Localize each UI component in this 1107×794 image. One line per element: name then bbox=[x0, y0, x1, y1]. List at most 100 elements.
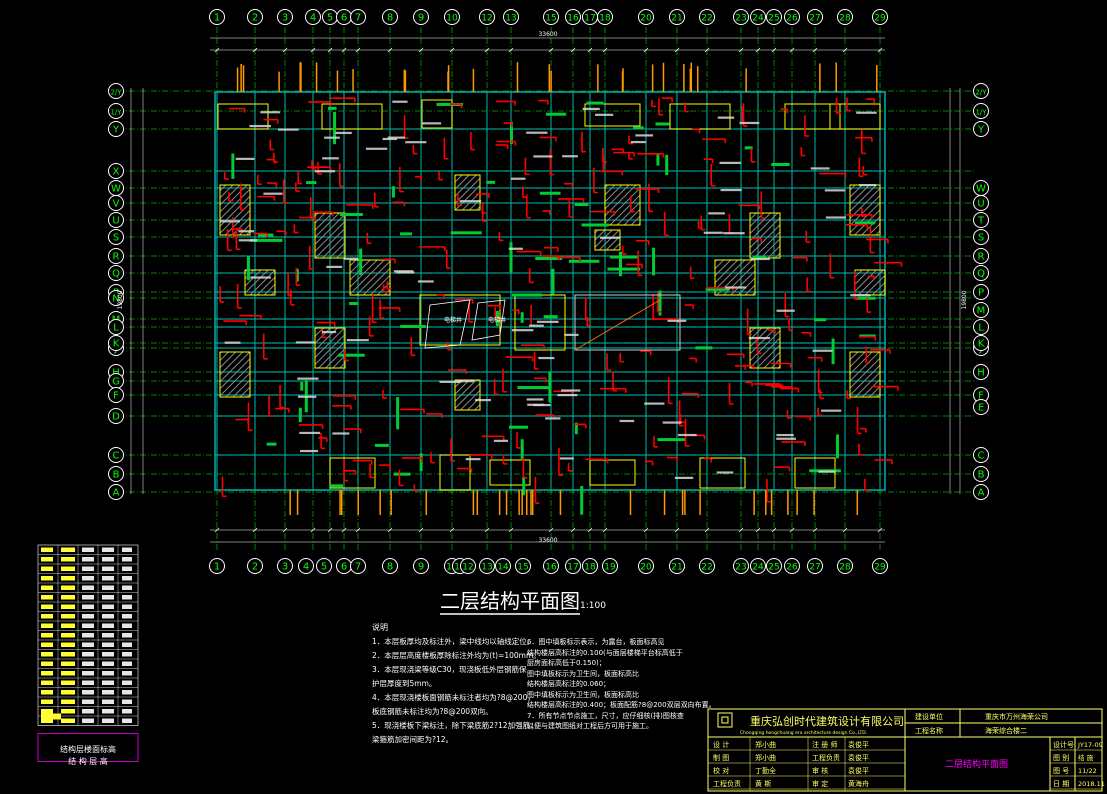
svg-text:F: F bbox=[113, 391, 119, 402]
svg-text:C: C bbox=[113, 451, 120, 462]
note-line: 图中填板标示为卫生间，板面标高比 bbox=[527, 690, 639, 699]
svg-text:3: 3 bbox=[282, 13, 288, 24]
svg-text:5: 5 bbox=[327, 13, 333, 24]
axis-bubble-right: H bbox=[973, 364, 989, 380]
axis-bubble-top: 8 bbox=[382, 9, 398, 25]
signature-cell: 审 核 bbox=[812, 766, 828, 775]
svg-text:2/Y: 2/Y bbox=[975, 89, 987, 97]
svg-text:V: V bbox=[113, 199, 120, 210]
signature-cell: 袁俊平 bbox=[848, 766, 869, 775]
axis-bubble-right: M bbox=[973, 302, 989, 318]
axis-bubble-left: 1/Y bbox=[108, 103, 124, 119]
svg-text:1/Y: 1/Y bbox=[975, 109, 987, 117]
svg-text:1/Y: 1/Y bbox=[110, 109, 122, 117]
svg-text:20: 20 bbox=[640, 14, 652, 24]
project-label: 工程名称 bbox=[915, 726, 943, 735]
project-name: 海荣综合楼二 bbox=[985, 726, 1027, 735]
axis-bubble-top: 21 bbox=[669, 9, 685, 25]
axis-bubble-top: 15 bbox=[543, 9, 559, 25]
axis-bubble-top: 7 bbox=[350, 9, 366, 25]
floor-elevation-table bbox=[37, 544, 139, 762]
svg-text:29: 29 bbox=[874, 563, 886, 573]
svg-text:8: 8 bbox=[387, 562, 393, 573]
drawing-scale: 1:100 bbox=[580, 601, 606, 611]
svg-text:R: R bbox=[978, 252, 985, 263]
svg-text:C: C bbox=[978, 451, 985, 462]
axis-bubble-left: 2/Y bbox=[108, 83, 124, 99]
axis-bubble-bottom: 17 bbox=[565, 558, 581, 574]
svg-text:M: M bbox=[977, 306, 986, 317]
axis-bubble-right: Y bbox=[973, 121, 989, 137]
svg-text:17: 17 bbox=[584, 14, 595, 24]
axis-bubble-bottom: 25 bbox=[766, 558, 782, 574]
note-line: 厨房面标高低于0.150)； bbox=[527, 659, 606, 667]
signature-cell: 工程负责 bbox=[713, 779, 741, 788]
axis-bubble-bottom: 24 bbox=[750, 558, 766, 574]
axis-bubble-bottom: 7 bbox=[350, 558, 366, 574]
svg-text:7: 7 bbox=[355, 562, 361, 573]
axis-bubble-right: P bbox=[973, 284, 989, 300]
svg-text:L: L bbox=[978, 323, 984, 334]
signature-cell: 设 计 bbox=[713, 740, 729, 749]
signature-cell: 审 定 bbox=[812, 779, 828, 788]
svg-text:10: 10 bbox=[446, 14, 458, 24]
axis-bubble-right: 2/Y bbox=[973, 83, 989, 99]
note-line: 结构楼层高标注的0.100(与面层楼梯平台标高低于 bbox=[527, 648, 683, 657]
svg-text:15: 15 bbox=[517, 563, 528, 573]
axis-bubble-top: 18 bbox=[597, 9, 613, 25]
note-line: 结构楼层高标注的0.060； bbox=[527, 680, 611, 688]
svg-text:13: 13 bbox=[481, 563, 492, 573]
company-name: 重庆弘创时代建筑设计有限公司 bbox=[750, 714, 904, 728]
axis-bubble-left: A bbox=[108, 484, 124, 500]
overall-width-bottom: 33600 bbox=[538, 537, 557, 544]
svg-text:3: 3 bbox=[282, 562, 288, 573]
axis-bubble-top: 28 bbox=[837, 9, 853, 25]
signature-cell: 袁俊平 bbox=[848, 740, 869, 749]
svg-text:26: 26 bbox=[786, 563, 798, 573]
axis-bubble-top: 2 bbox=[247, 9, 263, 25]
svg-text:23: 23 bbox=[735, 563, 746, 573]
note-line: 护层厚度到5mm。 bbox=[372, 679, 437, 688]
svg-text:19: 19 bbox=[604, 563, 616, 573]
axis-bubble-bottom: 21 bbox=[669, 558, 685, 574]
svg-text:U: U bbox=[112, 216, 119, 227]
note-line: 4．本层现浇楼板面钢筋未标注者均为?8@200， bbox=[372, 693, 535, 702]
meta-value: JY17-09 bbox=[1077, 741, 1103, 749]
svg-text:A: A bbox=[978, 488, 985, 499]
signature-cell: 黄 斯 bbox=[755, 779, 771, 788]
signature-cell: 黄海舟 bbox=[848, 779, 869, 788]
svg-text:6: 6 bbox=[341, 562, 347, 573]
svg-text:A: A bbox=[113, 488, 120, 499]
svg-text:13: 13 bbox=[505, 14, 516, 24]
axis-bubble-bottom: 14 bbox=[495, 558, 511, 574]
svg-text:P: P bbox=[978, 288, 984, 299]
axis-bubble-right: L bbox=[973, 319, 989, 335]
signature-cell: 郑小曲 bbox=[755, 753, 776, 762]
svg-text:24: 24 bbox=[752, 14, 764, 24]
svg-text:27: 27 bbox=[809, 14, 820, 24]
svg-text:22: 22 bbox=[701, 14, 712, 24]
svg-text:X: X bbox=[113, 167, 120, 178]
meta-label: 设计号 bbox=[1053, 740, 1074, 749]
signature-cell: 袁俊平 bbox=[848, 753, 869, 762]
svg-text:10: 10 bbox=[446, 563, 458, 573]
svg-text:W: W bbox=[111, 184, 121, 195]
notes-heading: 说明 bbox=[372, 623, 388, 632]
meta-value: 2018.11 bbox=[1078, 780, 1105, 788]
axis-bubble-bottom: 12 bbox=[460, 558, 476, 574]
svg-text:B: B bbox=[978, 470, 985, 481]
svg-text:17: 17 bbox=[567, 563, 578, 573]
axis-bubble-bottom: 18 bbox=[582, 558, 598, 574]
axis-bubble-bottom: 8 bbox=[382, 558, 398, 574]
axis-bubble-top: 1 bbox=[209, 9, 225, 25]
meta-label: 图 号 bbox=[1053, 767, 1069, 775]
axis-bubble-top: 12 bbox=[479, 9, 495, 25]
note-line: 3．本层现浇梁等级C30，现浇板低外层钢筋保 bbox=[372, 665, 527, 674]
svg-text:9: 9 bbox=[418, 562, 424, 573]
svg-text:18: 18 bbox=[599, 14, 611, 24]
svg-text:D: D bbox=[112, 412, 120, 423]
signature-cell: 注 册 师 bbox=[812, 740, 837, 749]
svg-text:S: S bbox=[113, 233, 119, 244]
axis-bubble-top: 5 bbox=[322, 9, 338, 25]
svg-text:U: U bbox=[977, 199, 984, 210]
